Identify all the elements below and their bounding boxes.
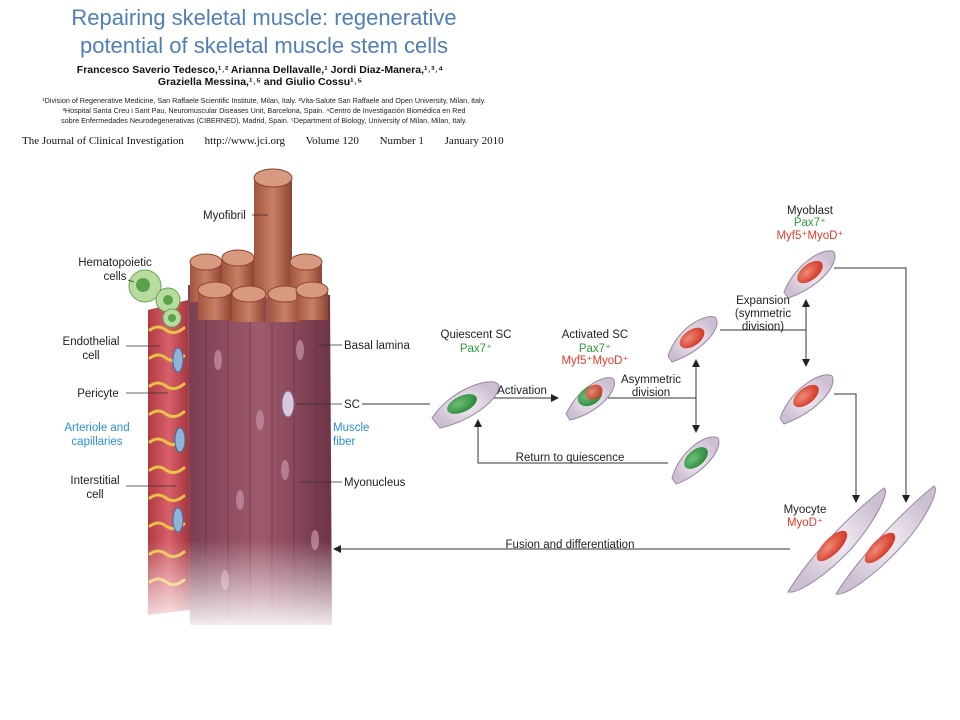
label-arteriole-1: Arteriole and [64, 422, 129, 434]
label-asymmetric-2: division [632, 387, 670, 399]
label-activation: Activation [497, 385, 547, 397]
affil-line-2: ³Hospital Santa Creu i Sant Pau, Neuromu… [62, 106, 466, 115]
label-interstitial-1: Interstitial [70, 475, 119, 487]
label-asymmetric-1: Asymmetric [621, 374, 681, 386]
label-myofibril: Myofibril [203, 210, 246, 222]
label-endothelial-1: Endothelial [63, 336, 120, 348]
label-myocyte-marker: MyoD⁺ [787, 517, 823, 529]
title-line-1: Repairing skeletal muscle: regenerative [71, 5, 457, 30]
myoblast-cell-bottom [779, 374, 834, 425]
leader-lines [126, 214, 342, 487]
authors-line-1: Francesco Saverio Tedesco,¹˒² Arianna De… [76, 64, 444, 76]
affil-line-1: ¹Division of Regenerative Medicine, San … [42, 96, 486, 105]
label-myoblast-marker-1: Pax7⁺ [794, 217, 826, 229]
page-title: Repairing skeletal muscle: regenerative … [34, 4, 494, 60]
quiescent-sc-cell [431, 381, 500, 429]
label-expansion-1: Expansion [736, 295, 790, 307]
authors-line-2: Graziella Messina,¹˒⁵ and Giulio Cossu¹˒… [157, 76, 363, 88]
daughter-cell-green [671, 436, 720, 485]
label-expansion-2: (symmetric [735, 308, 791, 320]
label-basal-lamina: Basal lamina [344, 340, 410, 352]
hematopoietic-cells [128, 269, 182, 328]
label-hematopoietic-1: Hematopoietic [78, 257, 152, 269]
label-sc: SC [344, 399, 360, 411]
myofibrils [189, 168, 329, 322]
label-myocyte: Myocyte [784, 504, 827, 516]
daughter-cell-red [667, 316, 718, 363]
flow-arrows [333, 267, 910, 553]
label-fusion: Fusion and differentiation [506, 539, 635, 551]
label-myoblast: Myoblast [787, 205, 834, 217]
label-endothelial-2: cell [82, 350, 99, 362]
journal-url: http://www.jci.org [204, 135, 286, 147]
label-activated-sc: Activated SC [562, 329, 628, 341]
label-hematopoietic-2: cells [103, 271, 126, 283]
label-expansion-3: division) [742, 321, 784, 333]
label-activated-marker-1: Pax7⁺ [579, 343, 611, 355]
myocyte-cells [787, 485, 936, 595]
journal-name: The Journal of Clinical Investigation [22, 135, 184, 147]
bundle-fade [140, 540, 340, 635]
myoblast-cell-top [783, 250, 836, 299]
label-myoblast-marker-2: Myf5⁺MyoD⁺ [776, 230, 843, 242]
label-return-to-quiescence: Return to quiescence [516, 452, 625, 464]
label-muscle-fiber-1: Muscle [333, 422, 369, 434]
journal-number: Number 1 [379, 135, 424, 147]
journal-volume: Volume 120 [305, 135, 359, 147]
label-activated-marker-2: Myf5⁺MyoD⁺ [561, 355, 628, 367]
label-arteriole-2: capillaries [71, 436, 122, 448]
label-interstitial-2: cell [86, 489, 103, 501]
label-quiescent-sc: Quiescent SC [441, 329, 512, 341]
journal-citation: The Journal of Clinical Investigation ht… [22, 135, 522, 147]
title-line-2: potential of skeletal muscle stem cells [79, 33, 449, 58]
affiliations: ¹Division of Regenerative Medicine, San … [14, 96, 514, 126]
label-quiescent-marker: Pax7⁺ [460, 343, 492, 355]
affil-line-3: sobre Enfermedades Neurodegenerativas (C… [61, 116, 467, 125]
label-muscle-fiber-2: fiber [333, 436, 356, 448]
label-myonucleus: Myonucleus [344, 477, 406, 489]
journal-date: January 2010 [444, 135, 504, 147]
authors: Francesco Saverio Tedesco,¹˒² Arianna De… [40, 64, 480, 88]
activated-sc-cell [565, 377, 615, 421]
label-pericyte: Pericyte [77, 388, 119, 400]
